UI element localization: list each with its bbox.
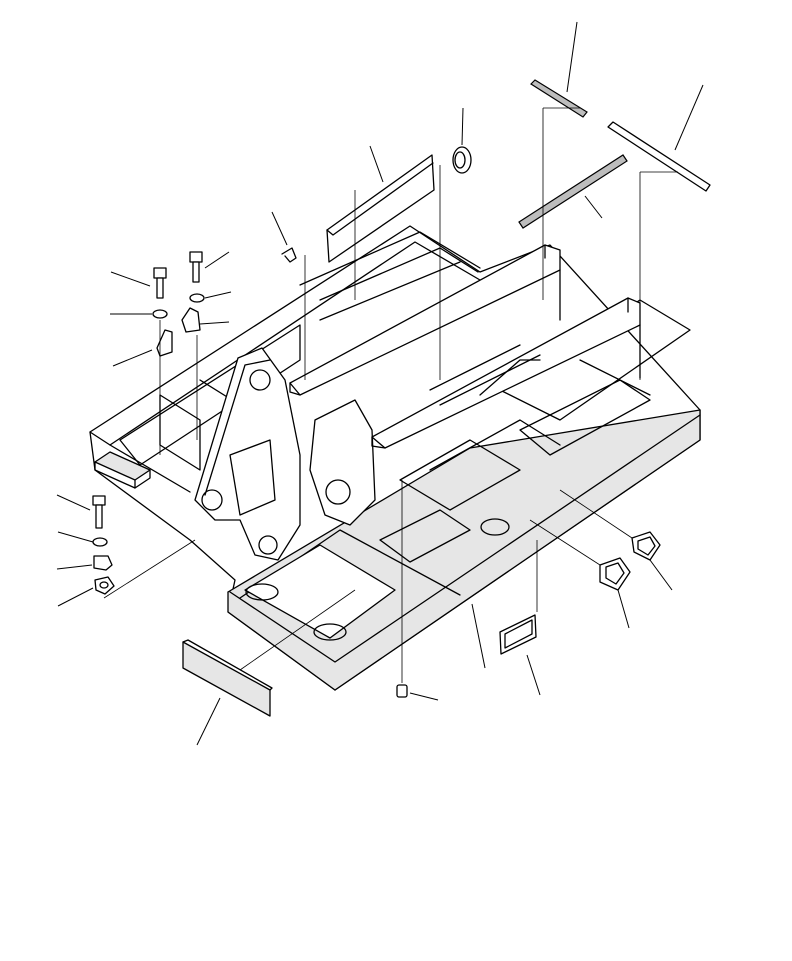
- boom-bracket: [194, 347, 376, 561]
- part-cap-lower: [93, 555, 113, 571]
- part-washer-left: [152, 309, 168, 319]
- part-bolt-lower: [92, 495, 106, 529]
- frame-rails: [289, 244, 641, 449]
- part-strip-top-long: [607, 121, 711, 192]
- part-cover-plate-bottom: [182, 639, 273, 717]
- part-grommet-right-a: [599, 557, 631, 591]
- part-grommet-right-b: [631, 531, 661, 561]
- part-clip: [281, 247, 297, 263]
- part-bolt-upper-right: [189, 251, 203, 283]
- part-strip-top-small: [530, 79, 588, 118]
- part-pad: [499, 614, 537, 655]
- part-bracket-left: [156, 329, 173, 357]
- part-plug: [396, 684, 408, 698]
- part-grommet-top: [452, 146, 472, 174]
- main-revolving-frame: [89, 225, 701, 691]
- part-washer-lower: [92, 537, 108, 547]
- part-bracket-right: [181, 307, 201, 333]
- part-strip-diagonal: [518, 154, 628, 229]
- part-plate-lower: [94, 576, 115, 595]
- part-washer-right: [189, 293, 205, 303]
- part-cover-plate-top: [326, 154, 435, 263]
- part-bolt-upper-left: [153, 267, 167, 299]
